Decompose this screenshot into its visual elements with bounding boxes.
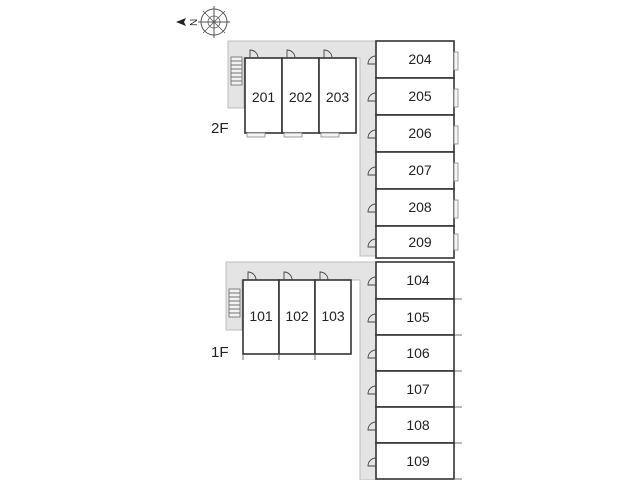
stairs-1f [228, 288, 241, 318]
unit-101: 101 [242, 271, 280, 360]
unit-label-206: 206 [408, 125, 432, 141]
unit-label-105: 105 [406, 309, 430, 325]
unit-103: 103 [314, 271, 352, 360]
unit-label-207: 207 [408, 162, 432, 178]
unit-label-101: 101 [249, 308, 273, 324]
unit-206: 206 [367, 114, 459, 153]
unit-202: 202 [281, 49, 320, 138]
unit-104: 104 [367, 261, 462, 300]
unit-109: 109 [367, 442, 462, 480]
unit-209: 209 [367, 225, 459, 259]
unit-label-109: 109 [406, 453, 430, 469]
unit-105: 105 [367, 298, 462, 336]
stairs-2f [230, 56, 243, 86]
unit-label-104: 104 [406, 272, 430, 288]
unit-204: 204 [367, 40, 459, 79]
unit-106: 106 [367, 334, 462, 372]
unit-203: 203 [318, 49, 357, 138]
unit-207: 207 [367, 151, 459, 190]
unit-208: 208 [367, 188, 459, 227]
unit-label-202: 202 [289, 89, 313, 105]
compass-rose-icon: N [176, 6, 230, 38]
floor-label-1f: 1F [211, 344, 229, 361]
floor-2f: 201 202 203 204 205 [211, 40, 459, 259]
unit-label-208: 208 [408, 199, 432, 215]
unit-label-209: 209 [408, 234, 432, 250]
unit-108: 108 [367, 406, 462, 444]
unit-label-103: 103 [321, 308, 345, 324]
floor-label-2f: 2F [211, 120, 229, 137]
unit-205: 205 [367, 77, 459, 116]
unit-label-108: 108 [406, 417, 430, 433]
unit-label-205: 205 [408, 88, 432, 104]
unit-label-201: 201 [252, 89, 276, 105]
unit-label-106: 106 [406, 345, 430, 361]
compass-north-label: N [189, 19, 200, 26]
unit-label-204: 204 [408, 51, 432, 67]
unit-label-203: 203 [326, 89, 350, 105]
unit-201: 201 [244, 49, 283, 138]
unit-label-102: 102 [285, 308, 309, 324]
unit-label-107: 107 [406, 381, 430, 397]
unit-102: 102 [278, 271, 316, 360]
floor-1f: 101 102 103 104 105 [211, 261, 462, 480]
unit-107: 107 [367, 370, 462, 408]
